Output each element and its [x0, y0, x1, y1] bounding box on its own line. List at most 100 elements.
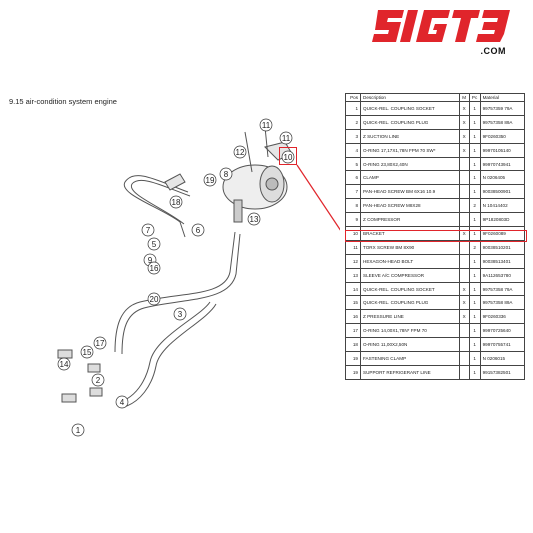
- cell-description: QUICK-REL. COUPLING SOCKET: [360, 101, 460, 116]
- cell-description: SUPPORT REFRIGERANT LINE: [360, 364, 460, 380]
- cell-m: X: [458, 281, 470, 297]
- callout-14: 14: [57, 357, 71, 371]
- svg-text:1: 1: [76, 426, 81, 435]
- pressure-line-shape: [123, 175, 189, 238]
- cell-pos: 17: [345, 323, 361, 339]
- callout-19: 19: [203, 173, 217, 187]
- cell-pc: 1: [468, 337, 481, 353]
- cell-m: [458, 184, 470, 200]
- cell-pos: 19: [345, 351, 361, 366]
- cell-pc: 1: [468, 142, 481, 158]
- suction-line-shape: [114, 231, 236, 353]
- cell-pc: 2: [468, 239, 481, 255]
- cell-pc: 2: [468, 198, 481, 214]
- cell-pc: 1: [468, 364, 481, 380]
- callout-2: 2: [91, 373, 105, 387]
- cell-m: X: [458, 309, 470, 325]
- callout-18: 18: [169, 195, 183, 209]
- cell-description: CLAMP: [360, 170, 460, 186]
- callout-20: 20: [147, 292, 161, 306]
- sigtb-logo-icon: [372, 10, 510, 42]
- cell-description: FASTENING CLAMP: [360, 351, 460, 366]
- cell-m: [458, 323, 470, 339]
- cell-material: N 10414402: [479, 198, 526, 214]
- cell-material: 99970743941: [479, 156, 526, 172]
- section-title: 9.15 air-condition system engine: [9, 97, 117, 106]
- cell-description: TORX SCREW BM 8X90: [360, 239, 460, 255]
- cell-m: [458, 267, 470, 283]
- cell-material: 9F0260336: [479, 309, 526, 325]
- cell-description: QUICK-REL. COUPLING SOCKET: [360, 281, 460, 297]
- cell-description: Z SUCTION LINE: [360, 128, 460, 144]
- callout-11-a: 11: [259, 118, 273, 132]
- callout-3: 3: [173, 307, 187, 321]
- cell-pos: 14: [345, 281, 361, 297]
- cell-pos: 15: [345, 295, 361, 311]
- svg-text:6: 6: [196, 226, 201, 235]
- cell-description: O-RING 23,80X2,40N: [360, 156, 460, 172]
- svg-text:16: 16: [150, 264, 159, 273]
- callout-7: 7: [141, 223, 155, 237]
- cell-m: X: [458, 114, 470, 130]
- brand-logo[interactable]: .COM: [372, 8, 512, 56]
- cell-pc: 1: [468, 323, 481, 339]
- cell-description: O-RING 11,00X2,50N: [360, 337, 460, 353]
- cell-material: 90038513401: [479, 253, 526, 269]
- cell-pc: 1: [468, 114, 481, 130]
- col-material: Material: [479, 93, 526, 102]
- cell-material: 99970725640: [479, 323, 526, 339]
- cell-pos: 11: [345, 239, 361, 255]
- cell-m: X: [458, 142, 470, 158]
- svg-text:17: 17: [96, 339, 105, 348]
- cell-pc: 1: [468, 101, 481, 116]
- cell-pos: 6: [345, 170, 361, 186]
- cell-material: 90038500901: [479, 184, 526, 200]
- callout-15: 15: [80, 345, 94, 359]
- cell-pos: 3: [345, 128, 361, 144]
- highlight-connector: [296, 164, 340, 231]
- cell-m: [458, 156, 470, 172]
- cell-material: 9F0260350: [479, 128, 526, 144]
- cell-m: [458, 253, 470, 269]
- svg-text:2: 2: [96, 376, 101, 385]
- cell-material: 9P1820803D: [479, 212, 526, 228]
- svg-text:5: 5: [152, 240, 157, 249]
- cell-pc: 1: [468, 184, 481, 200]
- cell-material: 99757358 79A: [479, 281, 526, 297]
- cell-material: 99757358 89A: [479, 114, 526, 130]
- cell-material: 99757358 89A: [479, 295, 526, 311]
- callout-11-b: 11: [279, 131, 293, 145]
- svg-text:15: 15: [83, 348, 92, 357]
- cell-description: HEXAGON-HEAD BOLT: [360, 253, 460, 269]
- callout-1: 1: [71, 423, 85, 437]
- cell-material: 90038510201: [479, 239, 526, 255]
- highlight-row-box: [345, 230, 527, 242]
- svg-text:13: 13: [250, 215, 259, 224]
- callout-6: 6: [191, 223, 205, 237]
- highlight-callout-box: [279, 147, 297, 165]
- col-pc: Pc: [468, 93, 481, 102]
- cell-pos: 13: [345, 267, 361, 283]
- cell-pc: 1: [468, 212, 481, 228]
- col-m: M: [458, 93, 470, 102]
